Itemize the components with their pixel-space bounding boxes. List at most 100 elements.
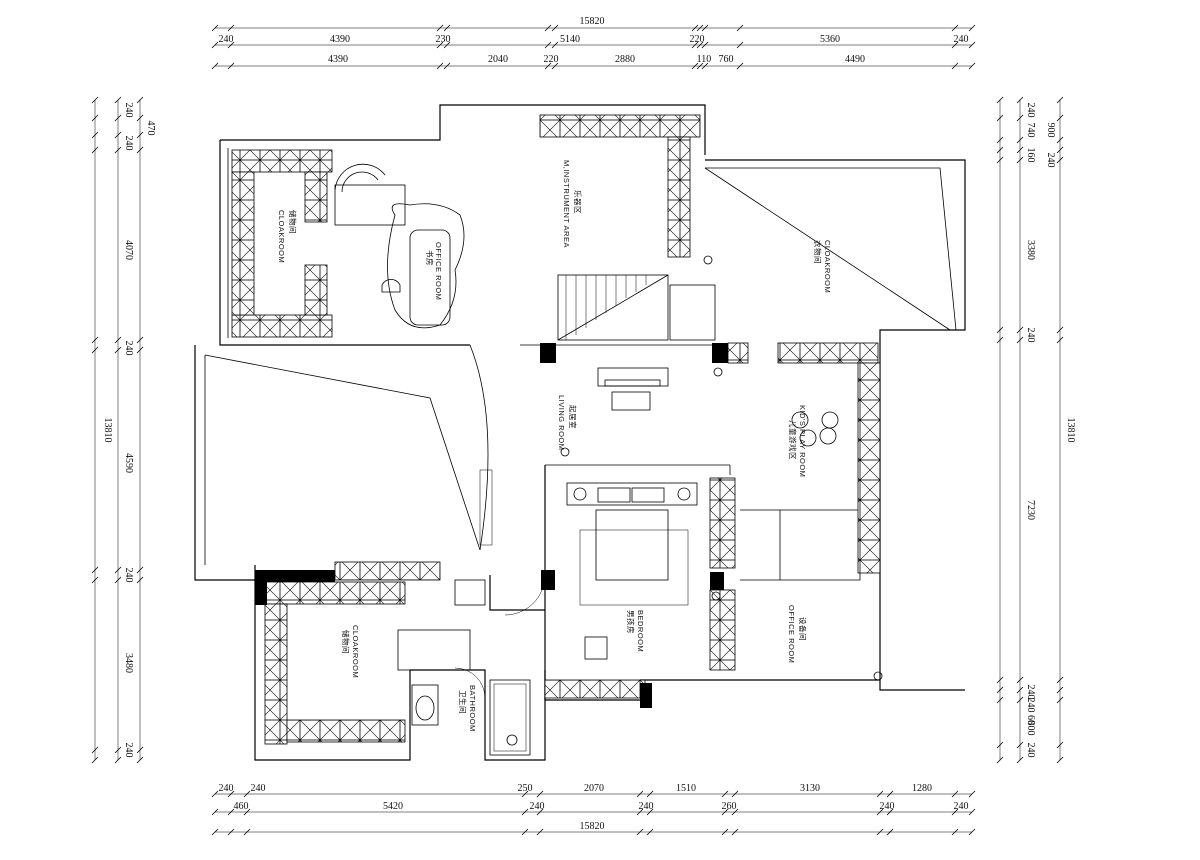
- dim-label: 240: [123, 103, 134, 118]
- dim-label: 240: [639, 801, 654, 812]
- dimension-tick: [1016, 146, 1024, 154]
- dimension-tick: [1056, 326, 1064, 334]
- dimension-tick: [91, 131, 99, 139]
- dimension-tick: [951, 790, 959, 798]
- cloakroom-sw-furniture: [397, 579, 486, 671]
- room-name-cn: 储物间: [341, 630, 351, 654]
- living-room-furniture: [479, 367, 669, 546]
- dim-label: 740: [1025, 123, 1036, 138]
- dim-label: 240: [530, 801, 545, 812]
- dimension-tick: [521, 808, 529, 816]
- room-name-en: CLOAKROOM: [823, 240, 832, 293]
- dimension-tick: [636, 790, 644, 798]
- dimension-tick: [136, 746, 144, 754]
- dimension-tick: [1056, 96, 1064, 104]
- cabinet: [777, 342, 879, 364]
- dim-label: 240: [1025, 685, 1036, 700]
- dimension-tick: [996, 326, 1004, 334]
- structural-column: [640, 683, 652, 708]
- office-furniture: [334, 163, 465, 329]
- dimension-tick: [91, 746, 99, 754]
- dimension-tick: [114, 96, 122, 104]
- dimension-tick: [521, 828, 529, 836]
- staircase: [557, 274, 716, 341]
- dim-label: 240: [251, 783, 266, 794]
- dim-label: 4390: [330, 34, 350, 45]
- room-name-cn: 书房: [425, 250, 435, 266]
- room-label-cloakroom-nw: 储物间 CLOAKROOM: [277, 210, 298, 263]
- cabinet: [667, 136, 691, 258]
- room-name-cn: 卫生间: [458, 690, 468, 714]
- dim-label: 240: [1045, 153, 1056, 168]
- room-name-cn: 起居室: [568, 405, 578, 429]
- dim-label: 250: [518, 783, 533, 794]
- dimension-tick: [701, 62, 709, 70]
- dimension-tick: [227, 808, 235, 816]
- dim-left-segments: 240 470 240 4070 240 4590 240 3480 240: [123, 103, 156, 758]
- cabinet: [727, 342, 749, 364]
- dim-label: 5420: [383, 801, 403, 812]
- dimension-tick: [114, 346, 122, 354]
- room-name-en: CLOAKROOM: [351, 625, 360, 678]
- dimension-tick: [691, 24, 699, 32]
- room-name-cn: 乐器区: [573, 190, 583, 214]
- dimension-tick: [996, 756, 1004, 764]
- dimension-tick: [436, 24, 444, 32]
- cabinet: [709, 477, 736, 569]
- room-name-en: CLOAKROOM: [277, 210, 286, 263]
- dimension-tick: [243, 828, 251, 836]
- dim-right-total: 13810: [1065, 418, 1076, 443]
- cabinet: [539, 114, 701, 138]
- dim-label: 900: [1045, 123, 1056, 138]
- dim-label: 2040: [488, 54, 508, 65]
- dimension-tick: [114, 756, 122, 764]
- dimension-tick: [736, 41, 744, 49]
- dimension-tick: [544, 24, 552, 32]
- kids-room-furniture: [791, 411, 839, 447]
- dimension-tick: [227, 41, 235, 49]
- room-name-en: BATHROOM: [468, 685, 477, 732]
- cabinet: [231, 171, 255, 316]
- dimension-tick: [1016, 336, 1024, 344]
- dimension-tick: [996, 696, 1004, 704]
- dimension-tick: [636, 828, 644, 836]
- room-name-en: M,INSTRUMENT AREA: [562, 160, 571, 248]
- cabinet: [231, 149, 333, 173]
- room-label-office: 书房 OFFICE ROOM: [425, 242, 443, 300]
- dim-label: 240: [1025, 698, 1036, 713]
- dimension-tick: [951, 828, 959, 836]
- dim-label: 160: [1025, 148, 1036, 163]
- dimension-tick: [227, 24, 235, 32]
- dimension-tick: [691, 62, 699, 70]
- dim-left-total: 13810: [102, 418, 113, 443]
- room-name-en: OFFICE ROOM: [434, 242, 443, 300]
- dimension-tick: [951, 62, 959, 70]
- dimension-tick: [691, 41, 699, 49]
- dim-label: 240: [123, 136, 134, 151]
- dimension-tick: [996, 96, 1004, 104]
- dimension-tick: [536, 808, 544, 816]
- dimension-tick: [876, 808, 884, 816]
- structural-column: [255, 570, 335, 582]
- dimension-tick: [136, 576, 144, 584]
- dimension-tick: [636, 808, 644, 816]
- dimension-tick: [91, 346, 99, 354]
- dimension-tick: [521, 790, 529, 798]
- dimension-tick: [736, 62, 744, 70]
- dim-label: 240: [123, 568, 134, 583]
- dim-label: 240: [219, 34, 234, 45]
- structural-column: [540, 343, 556, 363]
- dimension-tick: [996, 156, 1004, 164]
- dim-label: 240: [123, 743, 134, 758]
- dim-label: 7230: [1025, 500, 1036, 520]
- dimension-tick: [886, 808, 894, 816]
- dimension-tick: [731, 808, 739, 816]
- dim-label: 760: [719, 54, 734, 65]
- dimension-tick: [227, 62, 235, 70]
- dimension-tick: [996, 136, 1004, 144]
- dimension-tick: [91, 96, 99, 104]
- dim-label: 240: [954, 801, 969, 812]
- dimension-tick: [114, 576, 122, 584]
- dimension-tick: [551, 41, 559, 49]
- dimension-tick: [114, 746, 122, 754]
